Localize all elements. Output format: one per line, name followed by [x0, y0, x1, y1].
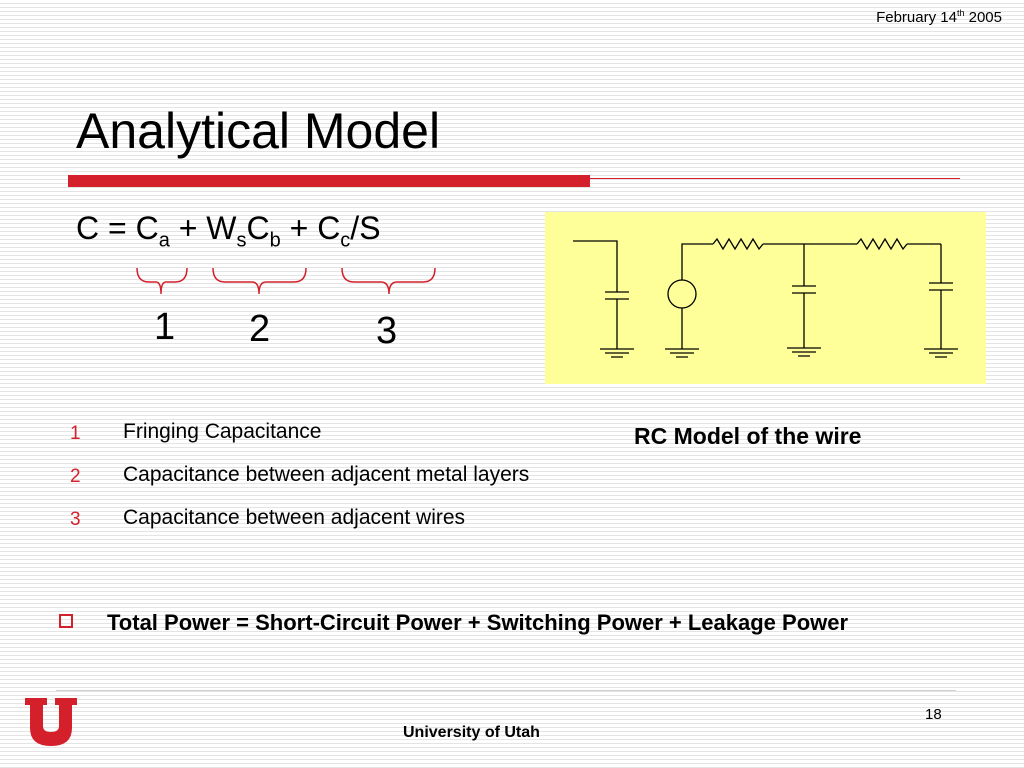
formula-subscript-a: a [158, 229, 170, 252]
term-number-1: 1 [154, 306, 176, 348]
list-number: 3 [70, 509, 81, 530]
formula-part: + C [280, 210, 341, 246]
term-number-2: 2 [249, 308, 271, 350]
voltage-source [667, 279, 697, 309]
circuit-caption: RC Model of the wire [634, 423, 862, 449]
ground-symbol [600, 348, 634, 358]
formula-part: C = C [76, 210, 159, 246]
list-number: 1 [70, 423, 81, 444]
capacitor-plate [929, 282, 953, 291]
rc-circuit-diagram [545, 212, 986, 384]
university-name: University of Utah [403, 724, 540, 741]
total-power-bullet: Total Power = Short-Circuit Power + Swit… [107, 610, 849, 635]
date-day: February 14 [876, 9, 957, 26]
title-underline-thick [68, 175, 590, 187]
slide-title: Analytical Model [76, 103, 441, 159]
wire [681, 243, 713, 280]
capacitor-plate [792, 285, 816, 294]
brace-term-1 [136, 267, 188, 295]
title-underline-thin [590, 178, 960, 179]
rc-circuit-schematic [573, 237, 958, 358]
ground-symbol [665, 348, 699, 358]
square-bullet-icon [59, 614, 73, 628]
formula-part: C [246, 210, 270, 246]
resistor [712, 237, 764, 251]
page-number: 18 [925, 706, 942, 723]
list-number: 2 [70, 466, 81, 487]
date-year: 2005 [964, 9, 1002, 26]
list-text: Capacitance between adjacent wires [123, 506, 466, 529]
formula-subscript-b: b [269, 229, 281, 252]
capacitance-formula: C = Ca + WsCb + Cc/S [76, 210, 381, 252]
ground-symbol [787, 347, 821, 357]
list-text: Fringing Capacitance [123, 420, 322, 443]
capacitor-plate [605, 291, 629, 300]
footer-divider [56, 690, 956, 691]
formula-subscript-c: c [340, 229, 351, 252]
wire [573, 240, 618, 292]
brace-term-3 [341, 267, 436, 295]
formula-subscript-s: s [236, 229, 247, 252]
ground-symbol [924, 348, 958, 358]
resistor [856, 237, 908, 251]
formula-part: + W [169, 210, 237, 246]
term-number-3: 3 [376, 310, 398, 352]
slide-date: February 14th 2005 [876, 8, 1002, 26]
date-suffix: th [956, 8, 965, 18]
list-text: Capacitance between adjacent metal layer… [123, 463, 530, 486]
formula-part: /S [350, 210, 381, 246]
brace-term-2 [212, 267, 307, 295]
university-u-logo-icon [25, 698, 77, 746]
